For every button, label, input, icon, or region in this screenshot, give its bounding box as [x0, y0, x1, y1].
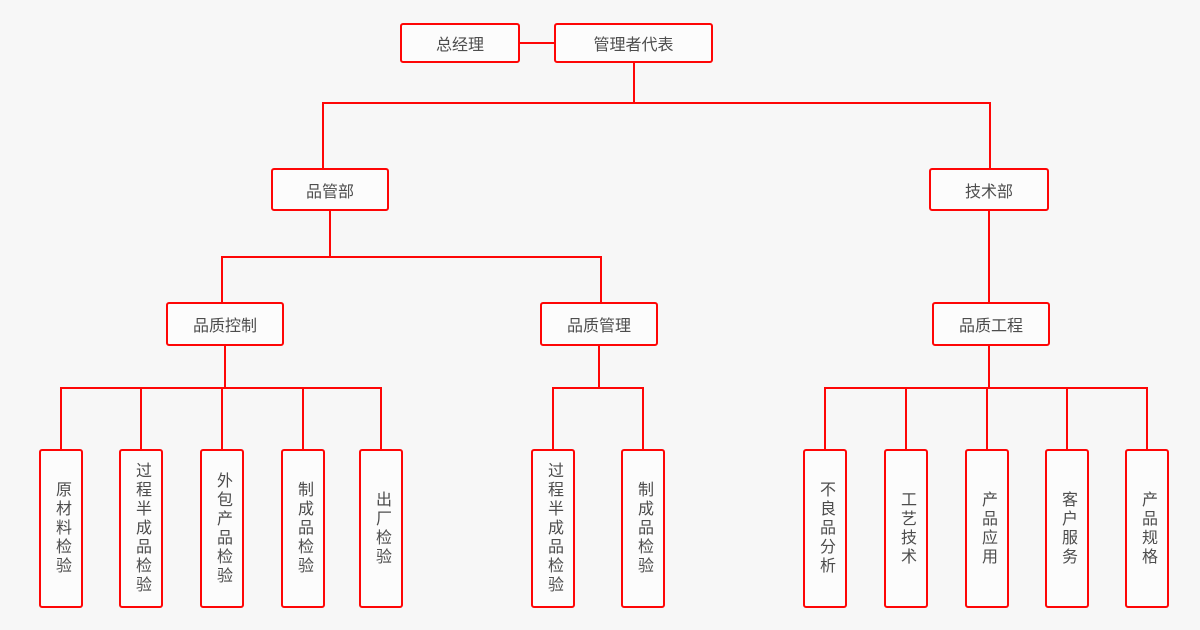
org-node-finished-product-inspection-2: 制成品检验: [621, 449, 665, 608]
node-label: 产品应用: [979, 490, 996, 567]
org-node-process-technology: 工艺技术: [884, 449, 928, 608]
org-node-outgoing-inspection: 出厂检验: [359, 449, 403, 608]
org-node-finished-product-inspection-1: 制成品检验: [281, 449, 325, 608]
node-label: 出厂检验: [373, 490, 390, 567]
org-node-customer-service: 客户服务: [1045, 449, 1089, 608]
org-node-process-semi-finished-inspection-1: 过程半成品检验: [119, 449, 163, 608]
org-node-quality-dept: 品管部: [271, 168, 389, 211]
org-node-outsourced-product-inspection: 外包产品检验: [200, 449, 244, 608]
node-label: 品质工程: [958, 318, 1023, 335]
org-node-quality-management: 品质管理: [540, 302, 658, 346]
org-node-process-semi-finished-inspection-2: 过程半成品检验: [531, 449, 575, 608]
org-node-quality-control: 品质控制: [166, 302, 284, 346]
node-label: 工艺技术: [898, 490, 915, 567]
node-label: 品管部: [305, 183, 354, 201]
org-node-management-representative: 管理者代表: [554, 23, 713, 63]
node-label: 管理者代表: [593, 37, 674, 54]
org-node-raw-material-inspection: 原材料检验: [39, 449, 83, 608]
node-label: 制成品检验: [635, 481, 652, 576]
org-node-product-application: 产品应用: [965, 449, 1009, 608]
node-label: 总经理: [435, 37, 484, 54]
node-label: 外包产品检验: [214, 471, 231, 586]
node-label: 品质管理: [566, 318, 631, 335]
node-label: 原材料检验: [53, 481, 70, 576]
node-label: 品质控制: [192, 318, 257, 335]
org-node-general-manager: 总经理: [400, 23, 520, 63]
node-label: 过程半成品检验: [545, 462, 562, 595]
org-node-product-specification: 产品规格: [1125, 449, 1169, 608]
node-label: 不良品分析: [817, 481, 834, 576]
node-label: 技术部: [964, 183, 1013, 201]
org-node-technology-dept: 技术部: [929, 168, 1049, 211]
node-label: 产品规格: [1139, 490, 1156, 567]
node-label: 客户服务: [1059, 490, 1076, 567]
org-node-quality-engineering: 品质工程: [932, 302, 1050, 346]
node-label: 过程半成品检验: [133, 462, 150, 595]
node-label: 制成品检验: [295, 481, 312, 576]
org-node-defective-product-analysis: 不良品分析: [803, 449, 847, 608]
